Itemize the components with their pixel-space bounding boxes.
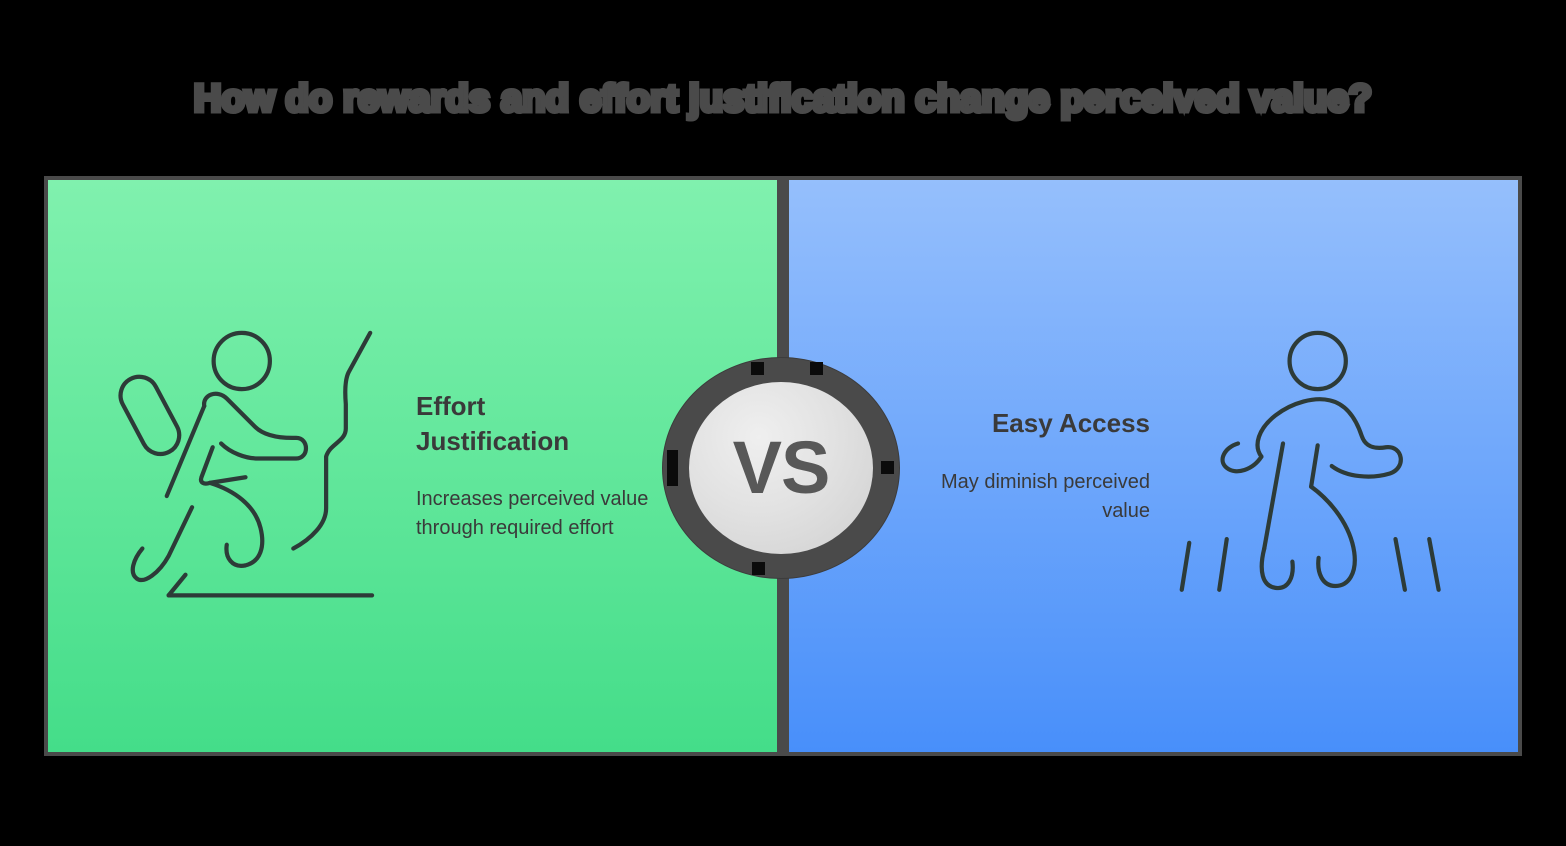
panel-right-text: Easy Access May diminish perceived value xyxy=(900,406,1150,525)
versus-label: VS xyxy=(732,426,831,509)
comparison-frame: Effort Justification Increases perceived… xyxy=(44,176,1522,756)
panel-left-text: Effort Justification Increases perceived… xyxy=(416,389,666,543)
versus-badge-face: VS xyxy=(689,382,873,554)
badge-tick-top-right xyxy=(810,362,823,375)
badge-tick-top-left xyxy=(751,362,764,375)
panel-left-title-line1: Effort xyxy=(416,390,486,421)
versus-badge[interactable]: VS xyxy=(663,358,899,578)
panel-left-content: Effort Justification Increases perceived… xyxy=(48,180,777,752)
page-title: How do rewards and effort justification … xyxy=(191,75,1374,122)
panel-left-description: Increases perceived value through requir… xyxy=(416,488,649,540)
panel-right-title: Easy Access xyxy=(991,408,1150,439)
panel-left-title: Effort Justification xyxy=(416,389,666,459)
walking-person-motion-icon xyxy=(1168,316,1458,616)
badge-tick-left xyxy=(667,450,678,486)
page-title-container: How do rewards and effort justification … xyxy=(0,68,1566,130)
badge-tick-right xyxy=(881,461,894,474)
running-climbing-person-icon xyxy=(108,316,398,616)
badge-tick-bottom xyxy=(752,562,765,575)
panel-easy-access[interactable]: Easy Access May diminish perceived value xyxy=(789,180,1518,752)
panel-left-title-line2: Justification xyxy=(416,426,570,456)
panel-right-content: Easy Access May diminish perceived value xyxy=(789,180,1518,752)
panel-right-description: May diminish perceived value xyxy=(941,470,1150,522)
panel-effort-justification[interactable]: Effort Justification Increases perceived… xyxy=(48,180,777,752)
